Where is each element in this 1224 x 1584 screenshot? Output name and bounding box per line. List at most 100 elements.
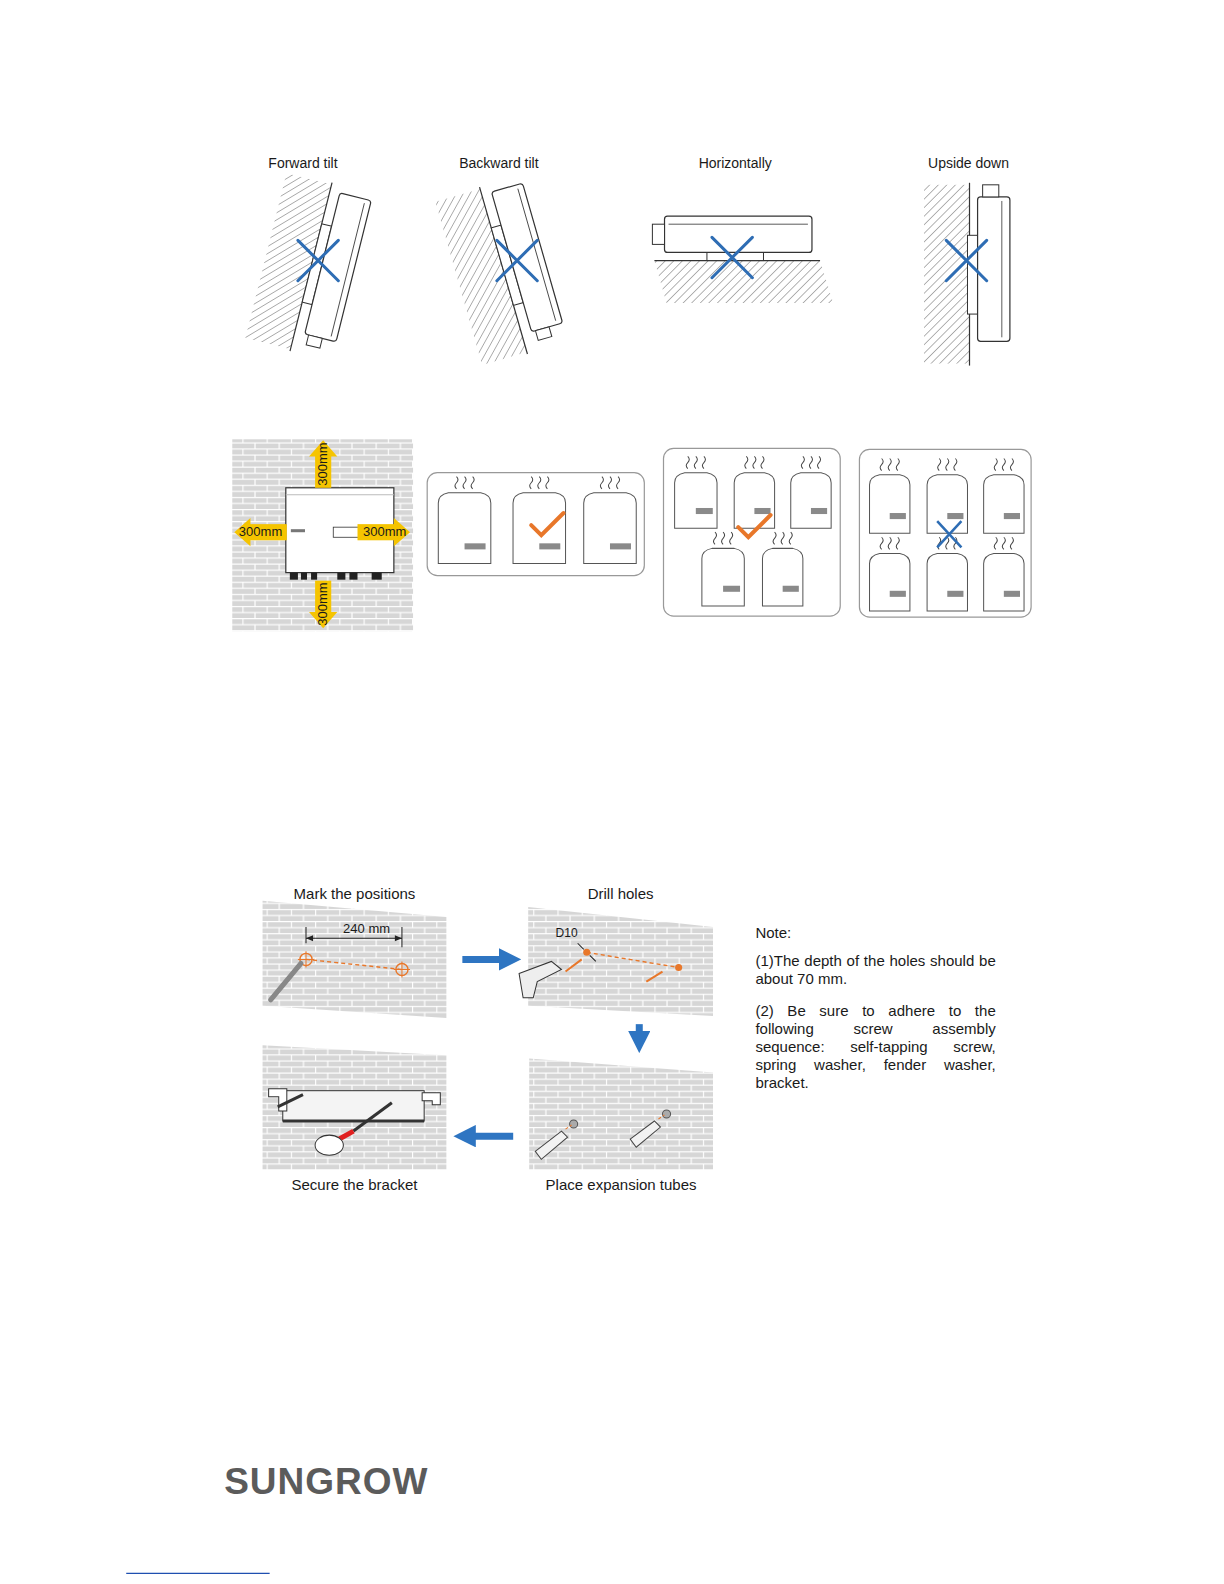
illustration-part (712, 237, 752, 277)
illustration-part (608, 477, 611, 489)
note-text: Note: (755, 924, 995, 942)
illustration-part (713, 532, 716, 544)
illustration-part (546, 477, 549, 489)
illustration-part (1002, 458, 1005, 470)
clearance-dimension: 300mm (315, 442, 331, 485)
illustration-part (283, 1119, 424, 1122)
illustration-part (938, 458, 941, 470)
illustration-part (773, 532, 776, 544)
illustration-part (427, 473, 644, 576)
step-caption: Secure the bracket (263, 1176, 447, 1194)
illustration-part (617, 477, 620, 489)
orientation-caption: Forward tilt (268, 154, 337, 171)
illustration-part (946, 458, 949, 470)
illustration-part (811, 508, 827, 514)
brand-logo: SUNGROW (224, 1459, 428, 1503)
illustration-part (722, 532, 725, 544)
illustration-part (658, 1115, 664, 1119)
illustration-part (745, 456, 748, 468)
illustration-part (696, 508, 713, 514)
illustration-part (232, 439, 413, 631)
illustration-part (353, 1103, 391, 1131)
horizontal-figure (652, 216, 833, 303)
illustration-part (538, 477, 541, 489)
illustration-part (927, 475, 967, 534)
step-arrow (462, 1133, 513, 1140)
illustration-part (583, 949, 590, 956)
illustration-part (754, 508, 770, 514)
illustration-part (286, 494, 394, 495)
illustration-part (978, 197, 1010, 341)
illustration-part (880, 537, 883, 549)
illustration-part (570, 1120, 578, 1128)
illustration-part (762, 548, 802, 606)
illustration-part (337, 573, 345, 580)
step-place-figure (529, 1058, 713, 1169)
illustration-part (947, 591, 963, 597)
step-caption: Place expansion tubes (529, 1176, 713, 1194)
illustration-part (665, 216, 812, 252)
illustration-part (519, 961, 561, 997)
orientation-caption: Horizontally (699, 154, 772, 171)
note-text: (2) Be sure to adhere to the following s… (755, 1002, 995, 1092)
illustration-part (630, 1121, 660, 1147)
illustration-part (954, 458, 957, 470)
illustration-part (753, 456, 756, 468)
spacing-examples (427, 448, 1031, 617)
illustration-part (781, 532, 784, 544)
illustration-part (761, 456, 764, 468)
wrong-mark (298, 237, 987, 280)
step-caption: Drill holes (528, 885, 713, 903)
illustration-part (535, 327, 551, 341)
illustration-part (471, 477, 474, 489)
illustration-part (686, 456, 689, 468)
illustration-part (372, 573, 382, 580)
upside-down-figure (924, 183, 1010, 366)
illustration-part (937, 521, 961, 547)
illustration-part (513, 493, 566, 564)
clearance-dimension: 300mm (315, 582, 331, 625)
illustration-part (315, 1135, 343, 1155)
backward-tilt-figure (435, 175, 568, 366)
illustration-part (566, 1125, 572, 1129)
illustration-part (438, 493, 491, 564)
illustration-part (702, 456, 705, 468)
illustration-part (890, 591, 906, 597)
illustration-part (531, 513, 563, 535)
illustration-part (662, 1110, 670, 1118)
illustration-part (497, 240, 537, 280)
illustration-part (600, 477, 603, 489)
orientation-caption: Upside down (928, 154, 1009, 171)
clearance-dimension: 300mm (239, 524, 282, 540)
forward-tilt-figure (245, 171, 373, 361)
illustration-part (298, 951, 410, 977)
illustration-part (1004, 591, 1020, 597)
illustration-part (566, 959, 663, 981)
orientation-caption: Backward tilt (459, 154, 538, 171)
dimension-label: 240 mm (343, 921, 390, 937)
clearance-figure (232, 439, 413, 631)
illustration-part (738, 515, 770, 537)
step-caption: Mark the positions (263, 885, 447, 903)
illustration-part (818, 456, 821, 468)
illustration-part (675, 473, 717, 529)
step-panel: Mark the positions (263, 885, 447, 1020)
illustration-part (730, 532, 733, 544)
illustration-part (291, 529, 305, 532)
illustration-part (539, 543, 560, 549)
illustration-part (870, 475, 910, 534)
illustration-part (278, 1095, 303, 1107)
illustration-part (126, 171, 1031, 1573)
illustration-part (311, 573, 317, 580)
illustration-part (455, 477, 458, 489)
illustration-part (896, 537, 899, 549)
illustration-part (463, 477, 466, 489)
illustration-part (801, 456, 804, 468)
illustration-part (283, 1091, 424, 1121)
illustration-part (1010, 458, 1013, 470)
illustration-part (983, 185, 999, 197)
illustration-part (578, 943, 596, 961)
illustration-part (349, 573, 357, 580)
illustration-part (610, 543, 631, 549)
